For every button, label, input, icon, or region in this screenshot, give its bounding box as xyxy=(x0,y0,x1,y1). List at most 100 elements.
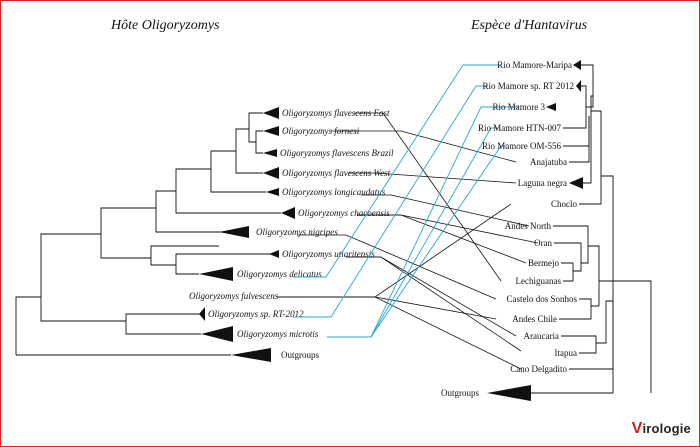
virus-branch xyxy=(601,175,614,281)
collapsed-clade-triangle xyxy=(219,226,249,238)
virus-label: Oran xyxy=(534,238,552,248)
virus-branch xyxy=(561,262,574,271)
host-branch xyxy=(155,208,221,233)
host-branch xyxy=(210,169,266,193)
virus-label: Anajatuba xyxy=(530,157,567,167)
virus-branch xyxy=(581,85,587,107)
virus-branch xyxy=(569,116,590,163)
association-line xyxy=(346,256,517,337)
host-tree: Oligoryzomys flavescens East Oligoryzomy… xyxy=(15,107,394,362)
host-branch xyxy=(175,265,199,275)
virus-branch xyxy=(579,298,599,307)
host-branch xyxy=(235,151,263,174)
association-line xyxy=(349,172,517,184)
virus-branch xyxy=(581,246,589,264)
host-label: Oligoryzomys nigripes xyxy=(256,227,338,237)
host-label: Oligoryzomys sp. RT-2012 xyxy=(208,309,304,319)
collapsed-clade-triangle xyxy=(281,207,295,219)
collapsed-clade-triangle xyxy=(263,126,279,136)
virus-label: Bermejo xyxy=(528,258,559,268)
virus-branch xyxy=(563,107,587,129)
virus-label: Choclo xyxy=(551,199,577,209)
collapsed-clade-triangle xyxy=(263,149,277,157)
collapsed-clade-triangle xyxy=(201,326,233,342)
host-label: Oligoryzomys flavescens East xyxy=(282,108,390,118)
virus-branch xyxy=(588,245,600,281)
association-line xyxy=(346,256,522,352)
association-line xyxy=(354,112,502,282)
virus-outgroup-label: Outgroups xyxy=(441,388,479,398)
host-branch xyxy=(40,297,126,322)
virus-label: Araucaria xyxy=(524,331,559,341)
host-branch xyxy=(175,168,211,191)
host-label: Oligoryzomys fornesi xyxy=(282,126,360,136)
collapsed-clade-triangle xyxy=(199,307,205,321)
association-line-blue xyxy=(293,64,501,278)
collapsed-clade-triangle xyxy=(263,167,279,179)
host-branch xyxy=(248,129,256,143)
collapsed-clade-triangle xyxy=(199,267,233,281)
outgroup-triangle xyxy=(231,348,271,362)
virus-branch xyxy=(613,280,652,393)
host-branch xyxy=(235,128,249,151)
collapsed-clade-triangle xyxy=(569,177,583,189)
collapsed-clade-triangle xyxy=(546,103,556,111)
collapsed-clade-triangle xyxy=(263,107,279,119)
host-label: Oligoryzomys longicaudatus xyxy=(282,187,386,197)
virus-label: Lechiguanas xyxy=(516,276,562,286)
virus-branch xyxy=(554,242,582,263)
host-branch xyxy=(100,234,151,259)
host-branch xyxy=(248,112,263,129)
host-branch xyxy=(255,130,263,142)
virus-label: Castelo dos Sonhos xyxy=(506,294,577,304)
virus-branch xyxy=(583,111,592,184)
virus-tree-title: Espèce d'Hantavirus xyxy=(470,18,588,33)
host-branch xyxy=(125,313,201,321)
host-label: Oligoryzomys microtis xyxy=(237,329,319,339)
host-branch xyxy=(100,207,156,234)
host-label: Oligoryzomys fulvescens xyxy=(189,291,279,301)
virus-label: Andes Chile xyxy=(512,314,557,324)
virologie-logo: Virologie xyxy=(632,420,691,438)
virus-branch xyxy=(581,64,594,96)
host-label: Oligoryzomys flavescens West xyxy=(282,168,391,178)
association-line-blue xyxy=(293,85,488,318)
host-branch xyxy=(15,296,41,355)
association-line xyxy=(297,234,497,300)
collapsed-clade-triangle xyxy=(573,60,581,70)
virus-branch xyxy=(563,116,590,147)
host-outgroup-label: Outgroups xyxy=(281,350,319,360)
virus-branch xyxy=(591,110,602,176)
virus-branch xyxy=(559,306,592,320)
collapsed-clade-triangle xyxy=(266,188,279,196)
virus-branch xyxy=(569,301,614,370)
virus-label: Itapua xyxy=(555,348,578,358)
virus-branch xyxy=(579,343,597,354)
virus-tree: Rio Mamore-Maripa Rio Mamore sp. RT 2012… xyxy=(441,60,652,401)
host-branch xyxy=(210,150,236,169)
association-line xyxy=(277,296,497,320)
collapsed-clade-triangle xyxy=(576,80,581,92)
virus-branch xyxy=(563,271,574,282)
host-branch xyxy=(125,321,201,335)
logo-initial: V xyxy=(631,420,643,437)
virus-label: Andes North xyxy=(505,221,552,231)
host-label: Oligoryzomys chacoensis xyxy=(298,208,390,218)
logo-text: irologie xyxy=(642,421,691,436)
virus-branch xyxy=(553,225,589,246)
virus-label: Rio Mamore HTN-007 xyxy=(478,123,561,133)
outgroup-triangle xyxy=(487,385,531,401)
virus-branch xyxy=(596,300,613,344)
host-branch xyxy=(40,233,101,297)
virus-label: Cano Delgadito xyxy=(510,364,567,374)
host-branch xyxy=(150,258,176,266)
association-line xyxy=(361,194,530,227)
host-tree-title: Hôte Oligoryzomys xyxy=(110,18,220,33)
host-label: Oligoryzomys delicatus xyxy=(237,269,322,279)
host-label: Oligoryzomys flavescens Brazil xyxy=(280,148,394,158)
host-branch xyxy=(175,191,281,214)
host-branch xyxy=(150,245,219,258)
virus-branch xyxy=(590,95,593,111)
